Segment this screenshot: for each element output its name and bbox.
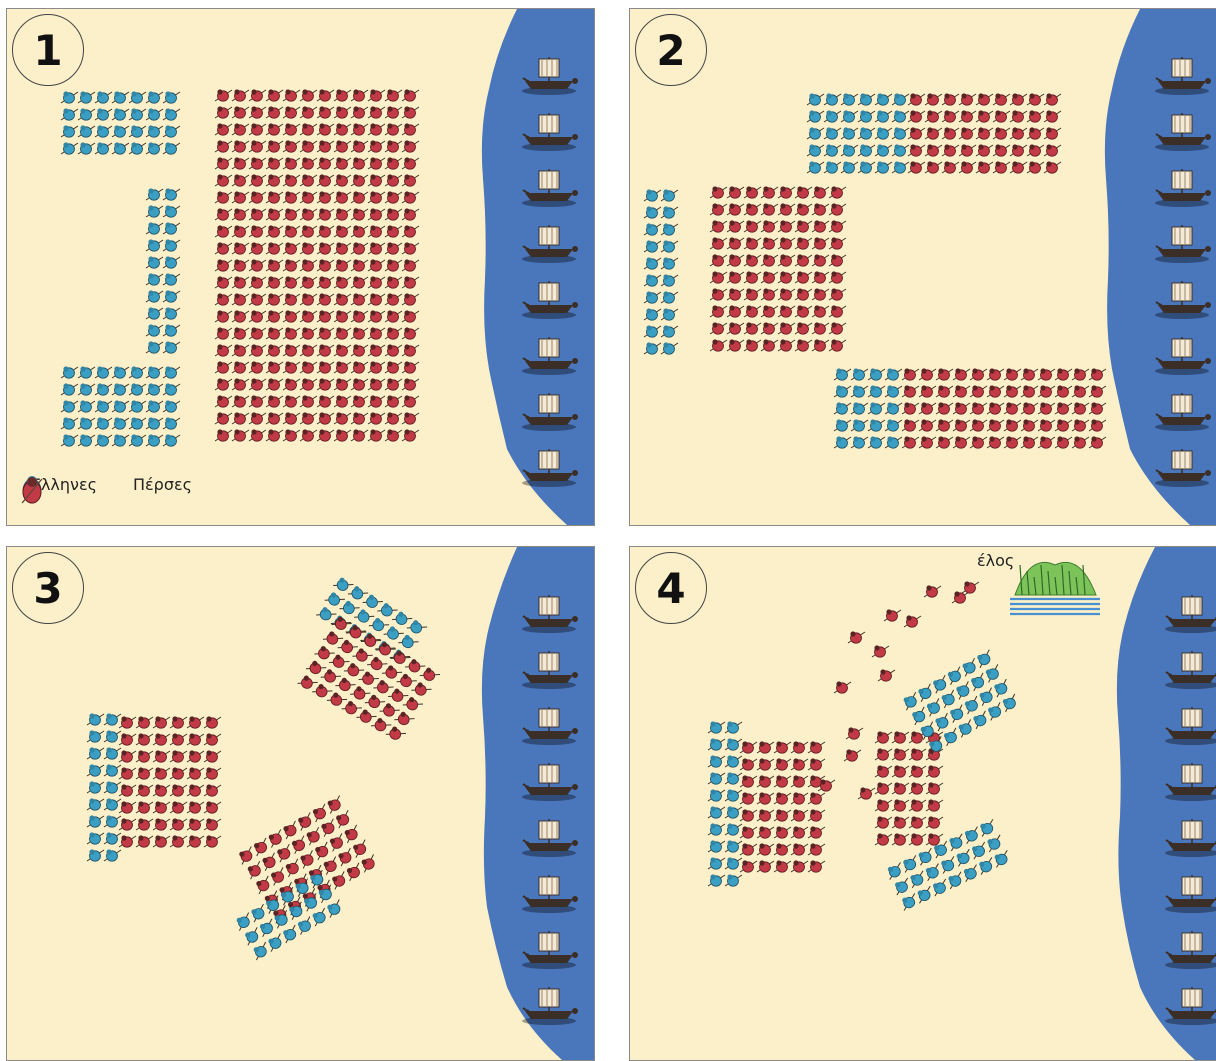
panel-1: 1 Έλληνες Πέρσες (6, 8, 595, 526)
panel-number-4: 4 (635, 552, 707, 624)
panel-number-2: 2 (635, 14, 707, 86)
panel-4: 4 έλος (629, 546, 1216, 1061)
legend-label-persians: Πέρσες (133, 475, 192, 494)
panel-3-canvas (7, 547, 594, 1060)
panel-2-canvas (630, 9, 1216, 525)
panel-4-canvas (630, 547, 1216, 1060)
panel-number-3: 3 (12, 552, 84, 624)
panel-3: 3 (6, 546, 595, 1061)
panel-number-1: 1 (12, 14, 84, 86)
marsh-label: έλος (977, 551, 1014, 570)
panel-1-canvas (7, 9, 594, 525)
persian-soldier-icon (19, 475, 45, 505)
legend: Έλληνες Πέρσες (19, 475, 218, 494)
legend-item-persians: Πέρσες (123, 475, 192, 494)
panel-2: 2 (629, 8, 1216, 526)
